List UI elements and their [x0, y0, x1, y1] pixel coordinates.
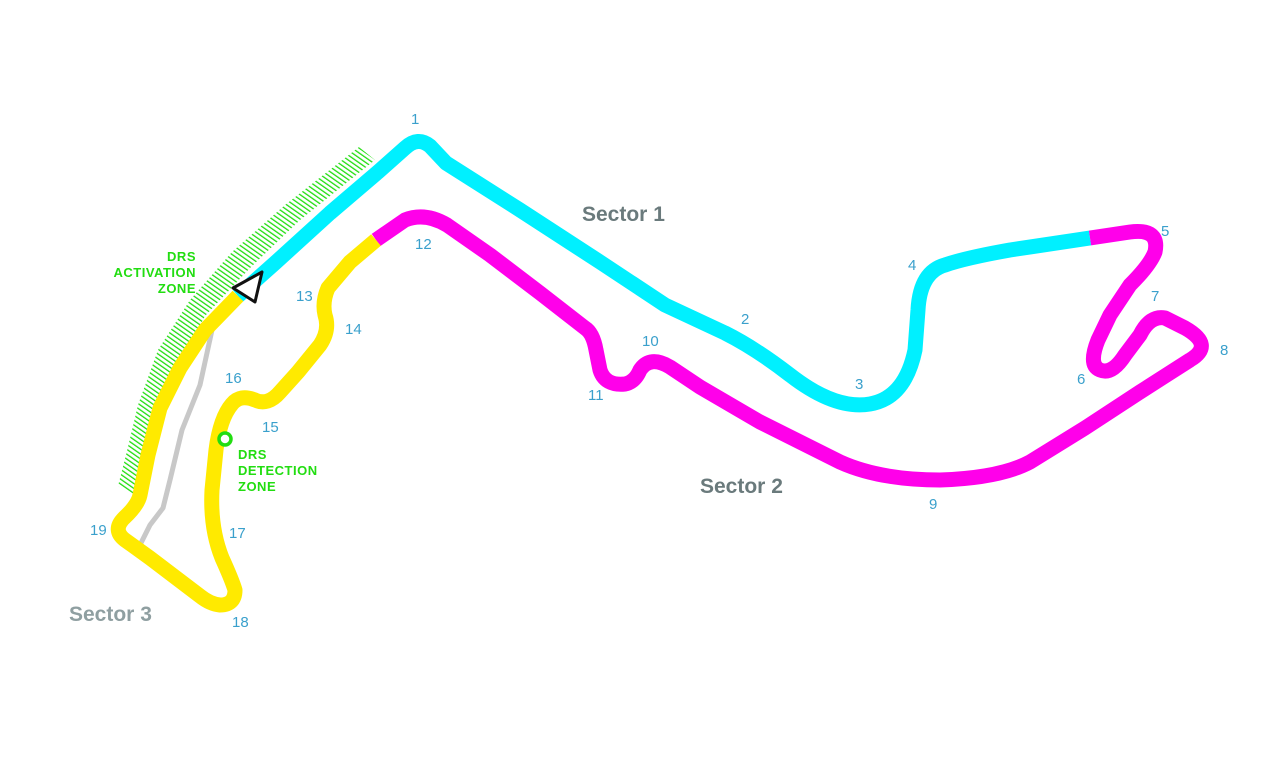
turn-label-12: 12 — [415, 236, 432, 253]
drs-detection-line-3: ZONE — [238, 479, 276, 494]
sector-label-1: Sector 1 — [582, 203, 665, 226]
turn-label-11: 11 — [588, 387, 604, 404]
drs-activation-line-1: DRS — [167, 249, 196, 264]
drs-detection-line-2: DETECTION — [238, 463, 318, 478]
track-sector-1 — [233, 134, 1092, 413]
drs-detection-zone-label: DRS DETECTION ZONE — [238, 447, 318, 494]
drs-detection-point-icon — [217, 431, 233, 447]
sector-label-2: Sector 2 — [700, 475, 783, 498]
turn-label-19: 19 — [90, 522, 107, 539]
turn-label-7: 7 — [1151, 288, 1159, 305]
turn-label-15: 15 — [262, 419, 279, 436]
track-sector-3 — [110, 234, 381, 613]
turn-label-5: 5 — [1161, 223, 1169, 240]
turn-label-14: 14 — [345, 321, 362, 338]
drs-detection-line-1: DRS — [238, 447, 267, 462]
track-sector-2 — [371, 209, 1209, 488]
turn-label-13: 13 — [296, 288, 313, 305]
turn-label-2: 2 — [741, 311, 749, 328]
turn-label-18: 18 — [232, 614, 249, 631]
pit-lane — [137, 327, 215, 548]
drs-activation-line-3: ZONE — [158, 281, 196, 296]
turn-label-9: 9 — [929, 496, 937, 513]
sector-label-3: Sector 3 — [69, 603, 152, 626]
turn-label-6: 6 — [1077, 371, 1085, 388]
turn-label-3: 3 — [855, 376, 863, 393]
direction-arrow-icon — [231, 270, 264, 304]
turn-label-1: 1 — [411, 111, 419, 128]
drs-activation-line-2: ACTIVATION — [113, 265, 196, 280]
drs-activation-zone-label: DRS ACTIVATION ZONE — [113, 249, 196, 296]
turn-label-8: 8 — [1220, 342, 1228, 359]
turn-label-17: 17 — [229, 525, 246, 542]
turn-label-16: 16 — [225, 370, 242, 387]
turn-label-4: 4 — [908, 257, 916, 274]
turn-label-10: 10 — [642, 333, 659, 350]
